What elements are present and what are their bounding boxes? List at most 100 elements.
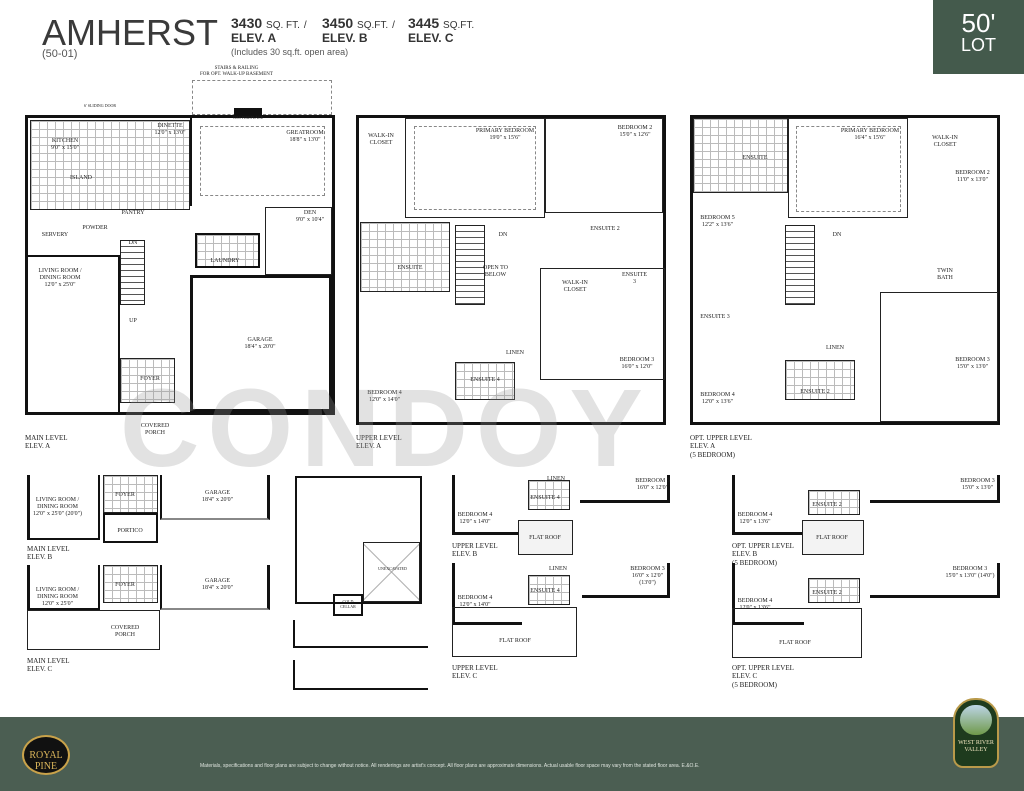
portico — [103, 513, 158, 543]
royal-pine-logo: ROYAL PINE — [22, 735, 70, 775]
unit: SQ.FT. — [443, 20, 475, 31]
flat-roof — [732, 608, 862, 658]
bedroom-3 — [580, 475, 670, 503]
room-wic: WALK-IN CLOSET — [368, 133, 394, 146]
ensuite — [360, 222, 450, 292]
unexcavated-label: UNEXCAVATED — [378, 566, 407, 571]
unit: SQ. FT. — [266, 20, 300, 31]
stairs — [785, 225, 815, 305]
walkup-stairs — [192, 80, 332, 115]
room-island: ISLAND — [70, 175, 92, 181]
room-greatroom: GREATROOM 18'8" x 13'0" — [286, 130, 324, 143]
opt-c-caption: OPT. UPPER LEVEL ELEV. C (5 BEDROOM) — [732, 664, 794, 689]
garage — [160, 475, 270, 520]
main-b-caption: MAIN LEVEL ELEV. B — [27, 545, 70, 562]
room-ensuite2: ENSUITE 2 — [590, 226, 620, 232]
logo-text: WEST RIVER VALLEY — [958, 740, 994, 753]
model-code: (50-01) — [42, 48, 78, 60]
ensuite-4 — [455, 362, 515, 400]
sqft: 3450 — [322, 15, 354, 31]
ensuite-4 — [528, 575, 570, 605]
elev-label: ELEV. C — [408, 31, 454, 45]
room-linen: LINEN — [506, 350, 524, 356]
elev-label: ELEV. A — [231, 31, 277, 45]
area-elev-b: 3450 SQ.FT. / ELEV. B — [322, 15, 395, 45]
room-porch: COVERED PORCH — [110, 625, 140, 638]
room-living-dining: LIVING ROOM / DINING ROOM 12'0" x 25'0" — [38, 268, 82, 288]
bedroom-3 — [870, 563, 1000, 598]
room-bed2: BEDROOM 2 11'0" x 13'0" — [955, 170, 990, 183]
room-flat-roof: FLAT ROOF — [499, 638, 531, 644]
room-bed4: BEDROOM 4 12'0" x 13'6" — [737, 512, 773, 525]
upper-a-caption: UPPER LEVEL ELEV. A — [356, 434, 402, 451]
ensuite-4 — [528, 480, 570, 510]
upper-c-caption: UPPER LEVEL ELEV. C — [452, 664, 498, 681]
flat-roof — [802, 520, 864, 555]
sqft: 3445 — [408, 15, 440, 31]
elev-label: ELEV. B — [322, 31, 368, 45]
basement-outline — [295, 476, 422, 604]
room-ensuite4: ENSUITE 4 — [470, 377, 500, 383]
room-garage: GARAGE 18'4" x 20'0" — [244, 337, 276, 350]
stairs-note: STAIRS & RAILING FOR OPT. WALK-UP BASEME… — [200, 66, 273, 77]
room-bed4: BEDROOM 4 12'0" x 13'6" — [700, 392, 735, 405]
west-river-valley-logo: WEST RIVER VALLEY — [953, 698, 999, 768]
separator: / — [392, 20, 395, 31]
garage — [190, 275, 332, 412]
lot-badge: 50' LOT — [933, 0, 1024, 74]
basement-c — [293, 660, 428, 690]
room-living: LIVING ROOM / DINING ROOM 12'0" x 25'0" … — [32, 497, 83, 517]
room-flat-roof: FLAT ROOF — [816, 535, 848, 541]
bedroom-3 — [880, 292, 998, 422]
footer-bar — [0, 717, 1024, 791]
room-ensuite: ENSUITE 4 — [530, 495, 560, 501]
room-ensuite: ENSUITE — [742, 155, 768, 161]
flat-roof — [452, 607, 577, 657]
room-dinette: DINETTE 12'0" x 13'0" — [154, 123, 186, 136]
stairs — [455, 225, 485, 305]
flat-roof — [518, 520, 573, 555]
room-porch: COVERED PORCH — [140, 423, 170, 436]
ensuite-2 — [808, 578, 860, 603]
lot-label: LOT — [960, 35, 996, 55]
coffered-ceiling — [200, 126, 325, 196]
room-garage: GARAGE 18'4" x 20'0" — [201, 490, 234, 503]
bedroom-3 — [582, 563, 670, 598]
room-flat-roof: FLAT ROOF — [779, 640, 811, 646]
ensuite-2 — [808, 490, 860, 515]
primary-bedroom — [788, 118, 908, 218]
foyer — [103, 565, 158, 603]
greatroom — [190, 118, 332, 206]
living-dining — [27, 565, 100, 610]
bedroom-3 — [870, 475, 1000, 503]
room-bed3: BEDROOM 3 16'0" x 12'0" (13'0") — [630, 566, 665, 586]
stairs — [120, 240, 145, 305]
room-living: LIVING ROOM / DINING ROOM 12'0" x 25'0" — [35, 587, 80, 607]
room-ensuite3: ENSUITE 3 — [700, 314, 730, 320]
room-bed4: BEDROOM 4 12'0" x 14'0" — [457, 512, 493, 525]
area-note: (Includes 30 sq.ft. open area) — [231, 47, 349, 57]
room-wic: WALK-IN CLOSET — [562, 280, 588, 293]
room-pantry: PANTRY — [121, 210, 145, 216]
opt-b-caption: OPT. UPPER LEVEL ELEV. B (5 BEDROOM) — [732, 542, 794, 567]
bedroom-4 — [732, 475, 804, 535]
room-ensuite: ENSUITE — [397, 265, 423, 271]
unexcavated — [363, 542, 420, 602]
fireplace — [234, 108, 262, 116]
covered-porch — [27, 610, 160, 650]
room-wic: WALK-IN CLOSET — [932, 135, 958, 148]
room-foyer: FOYER — [140, 376, 160, 382]
room-bed4: BEDROOM 4 12'0" x 13'6" — [737, 598, 773, 611]
room-bed3: BEDROOM 3 15'0" x 13'0" — [955, 357, 990, 370]
opt-upper-a-caption: OPT. UPPER LEVEL ELEV. A (5 BEDROOM) — [690, 434, 752, 459]
bedroom-2 — [545, 118, 663, 213]
stairs-dn: DN — [832, 232, 842, 238]
room-bed3: BEDROOM 3 16'0" x 12'0" — [619, 357, 655, 370]
stairs-up: UP — [129, 318, 137, 324]
laundry — [195, 233, 260, 268]
room-bed3: BEDROOM 3 16'0" x 12'0" — [635, 478, 670, 491]
living-dining — [27, 475, 100, 540]
room-garage: GARAGE 18'4" x 20'0" — [201, 578, 234, 591]
room-twin-bath: TWIN BATH — [937, 268, 953, 281]
room-foyer: FOYER — [115, 492, 135, 498]
